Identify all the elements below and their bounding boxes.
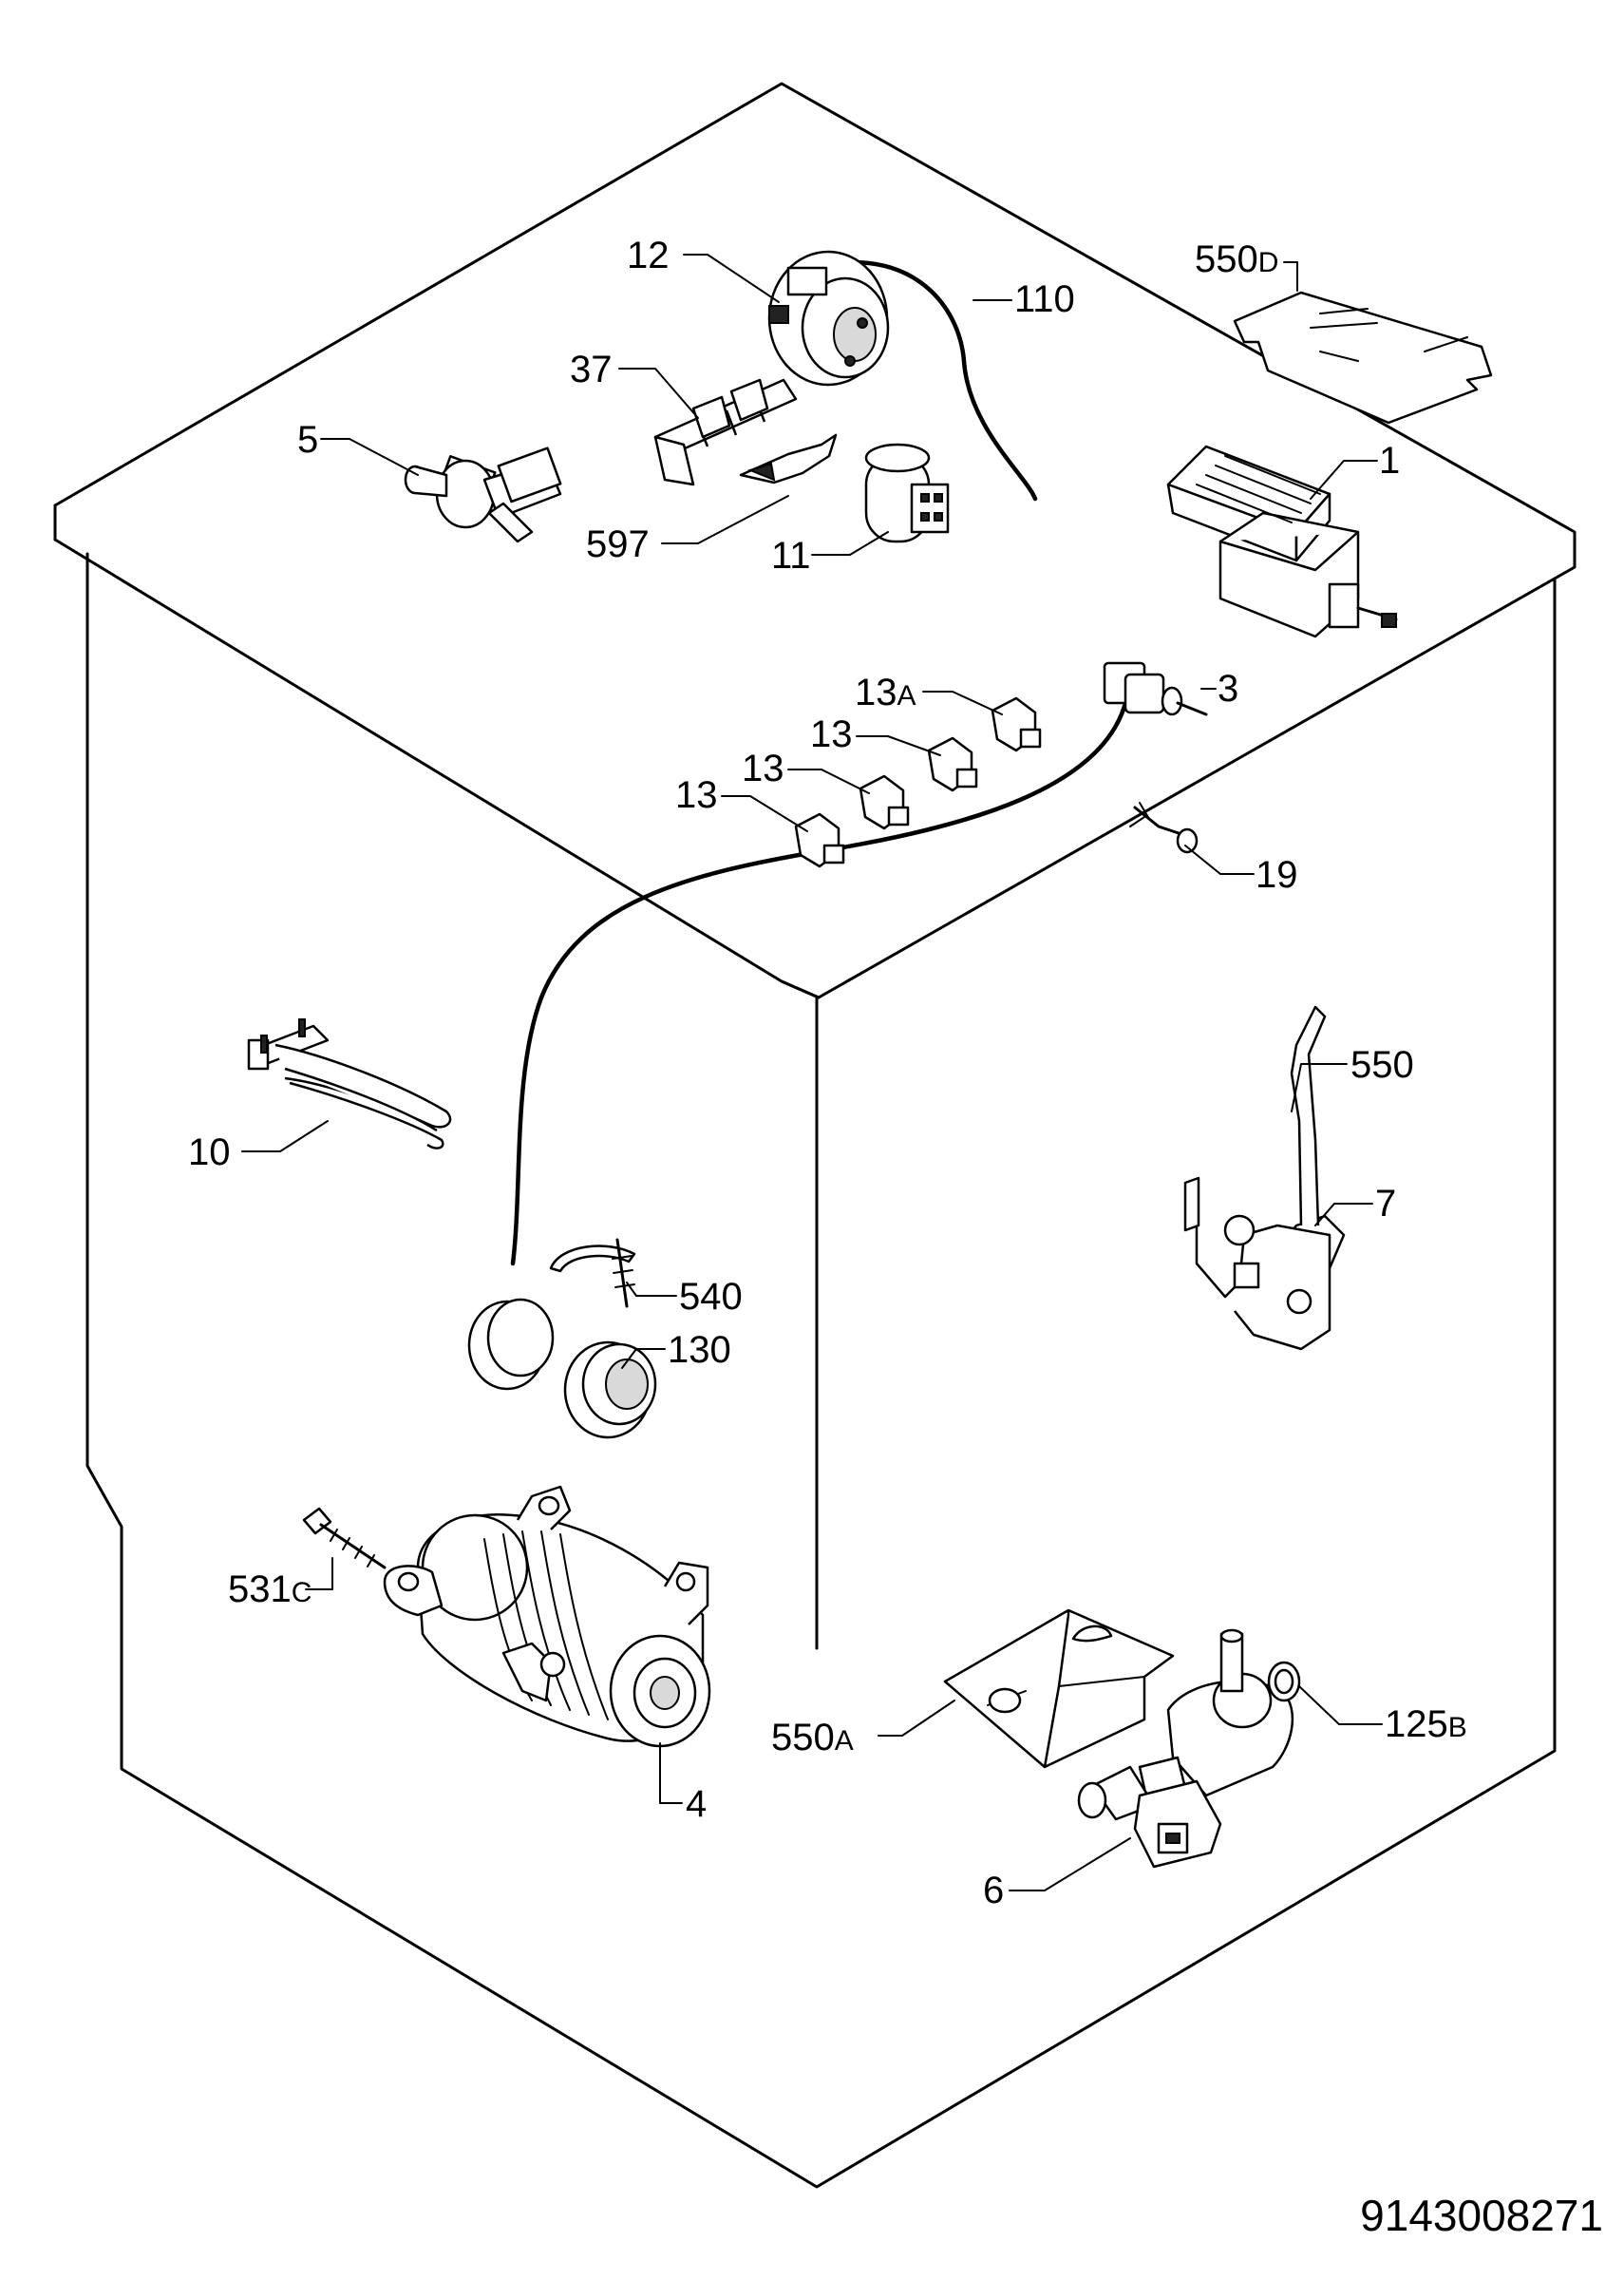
wiring-harness-cable: [510, 700, 1128, 1266]
label-550d: 550D: [1195, 238, 1278, 280]
programme-timer-1: [1166, 445, 1398, 638]
label-5: 5: [297, 419, 318, 461]
heating-element-10: [247, 1018, 452, 1150]
label-531c: 531C: [228, 1568, 312, 1610]
label-110: 110: [1014, 278, 1075, 320]
label-3: 3: [1218, 668, 1238, 710]
connector-13-top: [927, 736, 978, 792]
label-37: 37: [570, 349, 613, 390]
cabinet-outline: [53, 82, 1577, 2189]
label-13a: 13A: [855, 672, 916, 713]
motor-4: [383, 1485, 711, 1748]
pressure-hose-110: [828, 260, 1038, 502]
connector-13-middle: [859, 774, 910, 830]
label-11: 11: [771, 535, 811, 577]
inlet-valve-5: [404, 446, 562, 543]
connector-13a: [991, 696, 1042, 752]
label-6: 6: [983, 1870, 1004, 1911]
drain-pump-6: [1077, 1628, 1294, 1869]
terminal-block-37: [653, 378, 798, 486]
label-550a: 550A: [771, 1717, 854, 1758]
label-12: 12: [627, 235, 670, 276]
o-ring-125b: [1267, 1661, 1301, 1702]
part-labels: 12 110 550D 37 5 597 11 1 3 13A 13 13 13…: [188, 235, 1467, 1911]
clamp-540: [549, 1238, 636, 1308]
connector-13-bottom: [794, 812, 845, 868]
bolt-531c: [302, 1507, 387, 1569]
door-switch-3: [1103, 661, 1208, 716]
label-597: 597: [586, 523, 650, 565]
label-130: 130: [668, 1329, 731, 1371]
pressure-switch-12: [767, 250, 890, 387]
label-4: 4: [686, 1783, 707, 1825]
cover-550a: [943, 1608, 1175, 1769]
label-13-bottom: 13: [675, 774, 718, 816]
label-7: 7: [1375, 1183, 1396, 1225]
label-550: 550: [1350, 1044, 1414, 1086]
seal-130: [467, 1298, 657, 1439]
clip-597: [739, 433, 838, 484]
label-540: 540: [679, 1276, 743, 1318]
label-10: 10: [188, 1131, 231, 1173]
label-1: 1: [1379, 440, 1400, 482]
drawing-number: 9143008271: [1360, 2191, 1603, 2240]
label-13-top: 13: [810, 713, 853, 755]
leader-lines: [241, 254, 1383, 1891]
cover-plate-550d: [1233, 291, 1493, 425]
sensor-19: [1129, 802, 1199, 854]
label-19: 19: [1256, 854, 1298, 896]
capacitor-11: [864, 443, 950, 543]
door-interlock-7: [1183, 1005, 1346, 1351]
label-125b: 125B: [1385, 1703, 1467, 1745]
label-13-middle: 13: [742, 748, 784, 789]
